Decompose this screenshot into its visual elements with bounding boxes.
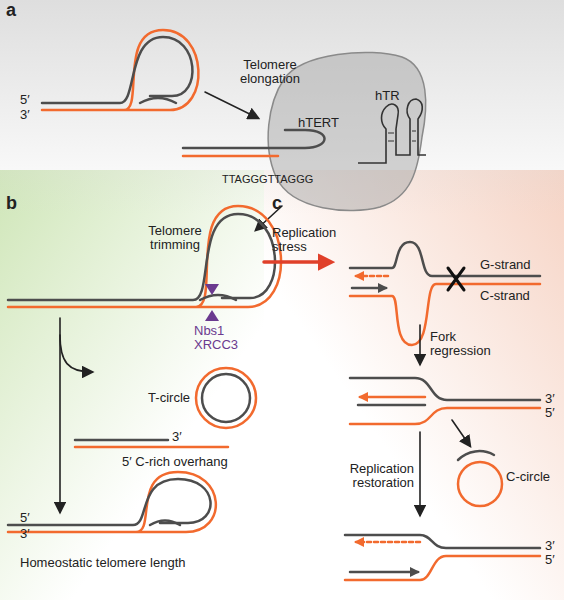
process-arrow <box>419 432 421 515</box>
stress-arrow <box>264 260 330 264</box>
strand-end: 3′ <box>20 527 30 541</box>
strand-end: 3′ <box>545 539 555 553</box>
d-loop <box>200 295 236 300</box>
nascent-strand <box>350 571 418 574</box>
step-label: Fork regression <box>430 330 502 358</box>
panel-letter: b <box>6 196 17 210</box>
c-strand <box>458 462 502 506</box>
rna-label: hTR <box>375 89 400 103</box>
nascent-strand <box>360 396 425 399</box>
d-loop <box>150 521 180 526</box>
restored-fork <box>345 535 540 580</box>
g-strand <box>350 378 540 400</box>
process-arrow <box>452 420 470 446</box>
outcome-label: Homeostatic telomere length <box>20 556 185 570</box>
cleavage-mark <box>205 284 219 295</box>
block-mark <box>448 268 464 290</box>
g-strand <box>350 242 540 276</box>
product-label: 5′ C-rich overhang <box>122 455 228 469</box>
nascent-strand <box>352 287 386 290</box>
d-loop <box>140 98 176 103</box>
strand-label: C-strand <box>480 289 530 303</box>
step-label: Replication restoration <box>328 462 414 490</box>
process-arrow <box>60 335 92 372</box>
panel-letter: c <box>272 196 282 210</box>
strand-end: 5′ <box>20 93 30 107</box>
strand-end: 5′ <box>20 511 30 525</box>
regressed-fork <box>350 378 540 424</box>
g-strand <box>202 374 250 422</box>
sequence-label: TTAGGGTTAGGG <box>222 172 313 186</box>
protein-label: XRCC3 <box>194 338 238 352</box>
t-loop <box>8 472 216 532</box>
c-strand <box>8 472 216 532</box>
product-label: T-circle <box>130 391 190 405</box>
c-strand <box>8 206 281 307</box>
g-strand <box>8 214 275 300</box>
cleavage-mark <box>205 310 219 321</box>
c-strand <box>196 368 256 428</box>
process-arrow <box>419 325 421 364</box>
t-circle <box>196 368 256 428</box>
process-arrow <box>205 92 258 118</box>
c-strand <box>42 30 198 110</box>
htr-rna <box>358 99 426 163</box>
step-label: Telomere elongation <box>228 58 312 86</box>
strand-end: 3′ <box>545 392 555 406</box>
protein-label: Nbs1 <box>194 324 224 338</box>
strand-end: 5′ <box>545 406 555 420</box>
g-strand <box>75 439 168 442</box>
nascent-strand <box>358 404 425 407</box>
c-strand <box>75 446 228 449</box>
g-strand <box>183 130 325 148</box>
c-strand <box>183 155 278 158</box>
strand-label: G-strand <box>480 258 531 272</box>
strand-end: 3′ <box>172 430 182 444</box>
nascent-strand <box>356 275 388 278</box>
htr-stem <box>388 131 416 141</box>
c-strand <box>350 408 540 424</box>
protein-label: hTERT <box>298 116 339 130</box>
c-strand <box>345 556 540 580</box>
g-strand-fragment <box>458 451 494 460</box>
step-label: Telomere trimming <box>138 224 212 252</box>
t-loop <box>8 206 281 307</box>
panel-letter: a <box>6 3 16 17</box>
nascent-strand <box>356 541 420 544</box>
g-strand <box>42 37 192 103</box>
strand-end: 5′ <box>545 553 555 567</box>
g-strand <box>345 535 540 548</box>
g-strand <box>8 479 211 525</box>
step-label: Replication stress <box>272 226 352 254</box>
t-loop <box>42 30 198 110</box>
product-label: C-circle <box>506 470 550 484</box>
strand-end: 3′ <box>20 108 30 122</box>
c-circle <box>458 451 502 506</box>
overhang-duplex <box>75 440 228 447</box>
telomere-substrate <box>183 130 325 156</box>
